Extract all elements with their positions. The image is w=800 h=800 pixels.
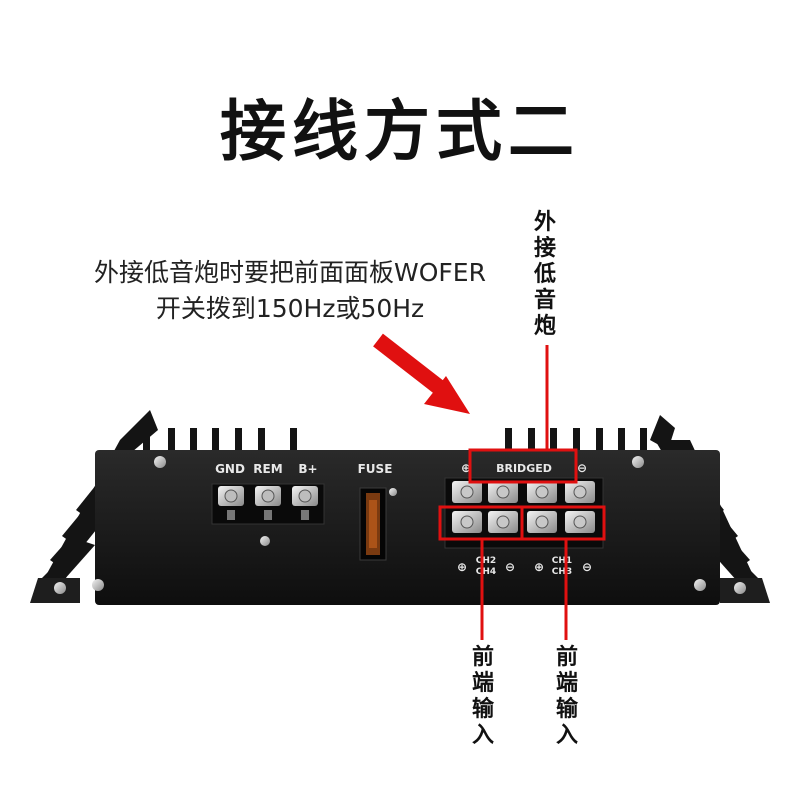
fuse-label: FUSE [358, 462, 393, 476]
note-line-1: 外接低音炮时要把前面面板WOFER [94, 258, 486, 287]
front-input-label-right: 前端输入 [555, 645, 578, 748]
red-arrow [373, 333, 470, 414]
panel-screws [92, 456, 706, 591]
note-line-2: 开关拨到150Hz或50Hz [155, 294, 425, 323]
speaker-terminal-block [444, 477, 604, 549]
bplus-label: B+ [298, 462, 317, 476]
minus-symbol-left: ⊖ [505, 560, 515, 574]
instruction-note: 外接低音炮时要把前面面板WOFER 开关拨到150Hz或50Hz [30, 255, 550, 327]
bridged-highlight-box [468, 448, 578, 484]
front-input-box-right [520, 505, 606, 541]
page-title: 接线方式二 [220, 93, 580, 170]
minus-symbol-top: ⊖ [577, 461, 587, 475]
plus-symbol-top: ⊕ [461, 461, 471, 475]
mounting-flanges [30, 578, 770, 603]
rem-label: REM [253, 462, 282, 476]
red-callouts [438, 345, 606, 640]
ch3-label: CH3 [552, 567, 572, 577]
plus-symbol-right: ⊕ [534, 560, 544, 574]
subwoofer-label: 外接低音炮 [533, 210, 556, 339]
power-terminal-block [211, 483, 325, 525]
bridged-label: BRIDGED [496, 462, 552, 475]
plus-symbol-left: ⊕ [457, 560, 467, 574]
front-input-label-left: 前端输入 [471, 645, 494, 748]
fuse-holder [359, 487, 387, 561]
gnd-label: GND [215, 462, 245, 476]
ch4-label: CH4 [476, 567, 496, 577]
minus-symbol-right: ⊖ [582, 560, 592, 574]
ch1-label: CH1 [552, 556, 572, 566]
amplifier-body [95, 450, 720, 605]
ch2-label: CH2 [476, 556, 496, 566]
